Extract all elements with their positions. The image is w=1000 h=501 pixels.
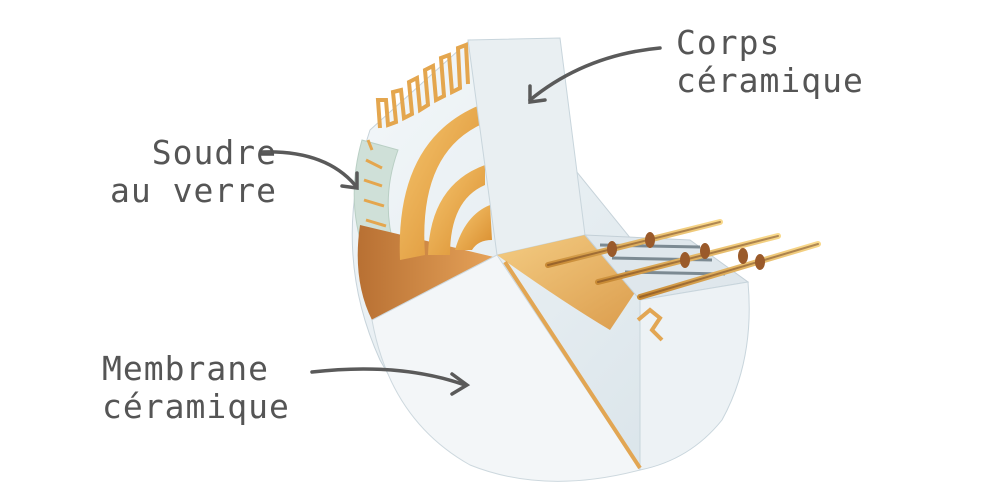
arrow-soudre-head bbox=[340, 171, 359, 190]
serpentine-resistor bbox=[363, 42, 470, 228]
gold-electrodes bbox=[399, 105, 492, 260]
layer-edges bbox=[503, 260, 642, 470]
label-soudre-line2: au verre bbox=[110, 171, 277, 210]
arrow-membrane bbox=[310, 367, 467, 387]
label-membrane-line1: Membrane bbox=[102, 349, 269, 388]
label-membrane-ceramique: Membrane céramique bbox=[102, 350, 290, 426]
label-corps-ceramique: Corps céramique bbox=[676, 24, 864, 100]
ceramic-membrane bbox=[371, 254, 641, 482]
label-soudre-line1: Soudre bbox=[151, 133, 277, 172]
connector-pins bbox=[545, 219, 821, 300]
callout-arrows bbox=[260, 46, 662, 396]
arrow-soudre bbox=[260, 150, 357, 187]
arrow-corps-head bbox=[528, 84, 547, 104]
arrow-membrane-head bbox=[450, 372, 471, 396]
label-membrane-line2: céramique bbox=[102, 387, 290, 426]
gold-trace bbox=[636, 307, 664, 342]
arrow-corps bbox=[528, 46, 662, 102]
copper-sector bbox=[357, 225, 498, 320]
cylinder-right-face bbox=[639, 281, 750, 471]
label-corps-line1: Corps bbox=[676, 23, 781, 62]
label-soudre-au-verre: Soudre au verre bbox=[110, 134, 277, 210]
label-corps-line2: céramique bbox=[676, 61, 864, 100]
